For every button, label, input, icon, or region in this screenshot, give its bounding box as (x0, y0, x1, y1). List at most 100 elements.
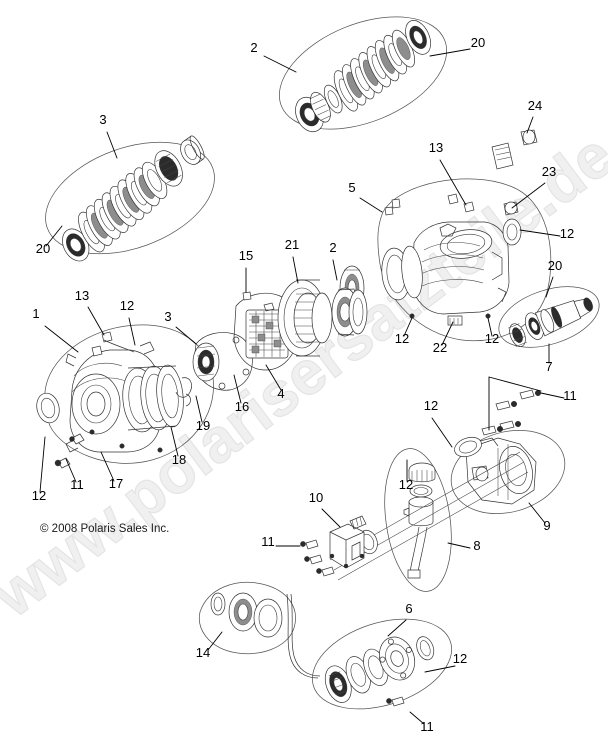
part-group-1 (36, 324, 214, 469)
callout-number: 20 (36, 241, 50, 256)
leader-line (321, 508, 341, 528)
callout-7: 7 (545, 343, 553, 374)
callout-17: 17 (100, 451, 123, 491)
part-group-4 (233, 291, 299, 371)
leader-line (100, 451, 115, 482)
leader-line (292, 256, 299, 284)
leader-line (447, 542, 471, 549)
leader-line (439, 159, 467, 206)
callout-number: 18 (172, 452, 186, 467)
callout-21: 21 (285, 237, 299, 284)
callout-number: 24 (528, 98, 542, 113)
leader-line (106, 131, 118, 159)
copyright-notice: © 2008 Polaris Sales Inc. (40, 523, 169, 535)
callout-number: 11 (261, 534, 275, 549)
callout-12: 12 (424, 651, 467, 673)
callout-2: 2 (329, 240, 338, 281)
callout-number: 21 (285, 237, 299, 252)
part-group-9 (450, 376, 566, 515)
leader-line (526, 116, 534, 134)
part-group-21 (277, 279, 333, 357)
callout-5: 5 (348, 180, 383, 213)
callout-number: 12 (120, 298, 134, 313)
leader-line (511, 182, 546, 209)
callout-8: 8 (447, 538, 481, 553)
leader-line (170, 426, 179, 457)
callout-13: 13 (429, 140, 467, 206)
callout-number: 11 (563, 388, 577, 403)
callout-number: 11 (70, 477, 84, 492)
callout-number: 13 (75, 288, 89, 303)
leader-line (39, 436, 46, 493)
leader-line (403, 317, 413, 337)
callout-4: 4 (265, 364, 285, 401)
part-group-3 (45, 135, 215, 262)
part-group-10 (300, 515, 367, 577)
leader-line (487, 317, 493, 337)
callout-number: 22 (433, 340, 447, 355)
callout-number: 3 (164, 309, 171, 324)
part-group-14 (198, 581, 321, 679)
leader-line (359, 197, 383, 213)
callout-14: 14 (196, 631, 223, 660)
callout-number: 12 (399, 477, 413, 492)
leader-line (528, 502, 546, 524)
callout-number: 19 (196, 418, 210, 433)
leader-line (431, 417, 453, 448)
leader-line (441, 321, 454, 346)
leader-line (233, 374, 242, 404)
callout-number: 6 (405, 601, 412, 616)
callout-12: 12 (424, 398, 453, 448)
part-group-16 (192, 332, 253, 391)
part-group-6 (311, 618, 453, 710)
callout-12: 12 (399, 459, 413, 492)
callout-11: 11 (540, 388, 577, 403)
callout-15: 15 (239, 248, 253, 293)
callout-19: 19 (195, 395, 210, 433)
part-group-8 (329, 448, 529, 592)
callout-3: 3 (99, 112, 118, 159)
leader-line (332, 259, 338, 281)
callout-number: 12 (453, 651, 467, 666)
callout-9: 9 (528, 502, 551, 533)
callout-1: 1 (32, 306, 79, 353)
callout-11: 11 (65, 458, 84, 492)
callout-number: 5 (348, 180, 355, 195)
callout-number: 17 (109, 476, 123, 491)
callout-number: 13 (429, 140, 443, 155)
callout-number: 11 (420, 719, 434, 734)
callout-12: 12 (395, 317, 413, 346)
callout-11: 11 (409, 711, 434, 734)
callout-number: 12 (395, 331, 409, 346)
leader-line (265, 364, 282, 391)
callout-20: 20 (545, 258, 562, 298)
leader-line (87, 306, 105, 336)
callout-number: 20 (548, 258, 562, 273)
callout-number: 16 (235, 399, 249, 414)
callout-number: 3 (99, 112, 106, 127)
callout-number: 7 (545, 359, 552, 374)
callout-number: 12 (485, 331, 499, 346)
callout-6: 6 (387, 601, 413, 637)
callout-11: 11 (261, 534, 301, 549)
callout-22: 22 (433, 321, 454, 355)
part-group-2 (278, 16, 448, 133)
leader-line (207, 631, 223, 651)
leader-line (519, 229, 561, 237)
leader-line (545, 276, 554, 298)
part-24 (491, 129, 538, 170)
callout-24: 24 (526, 98, 542, 134)
callout-number: 12 (560, 226, 574, 241)
callout-number: 1 (32, 306, 39, 321)
callout-number: 2 (329, 240, 336, 255)
callout-number: 20 (471, 35, 485, 50)
callout-number: 23 (542, 164, 556, 179)
callout-number: 10 (309, 490, 323, 505)
callout-18: 18 (170, 426, 186, 467)
callout-number: 2 (250, 40, 257, 55)
callout-3: 3 (164, 309, 197, 345)
callout-number: 9 (543, 518, 550, 533)
callout-12: 12 (519, 226, 574, 241)
